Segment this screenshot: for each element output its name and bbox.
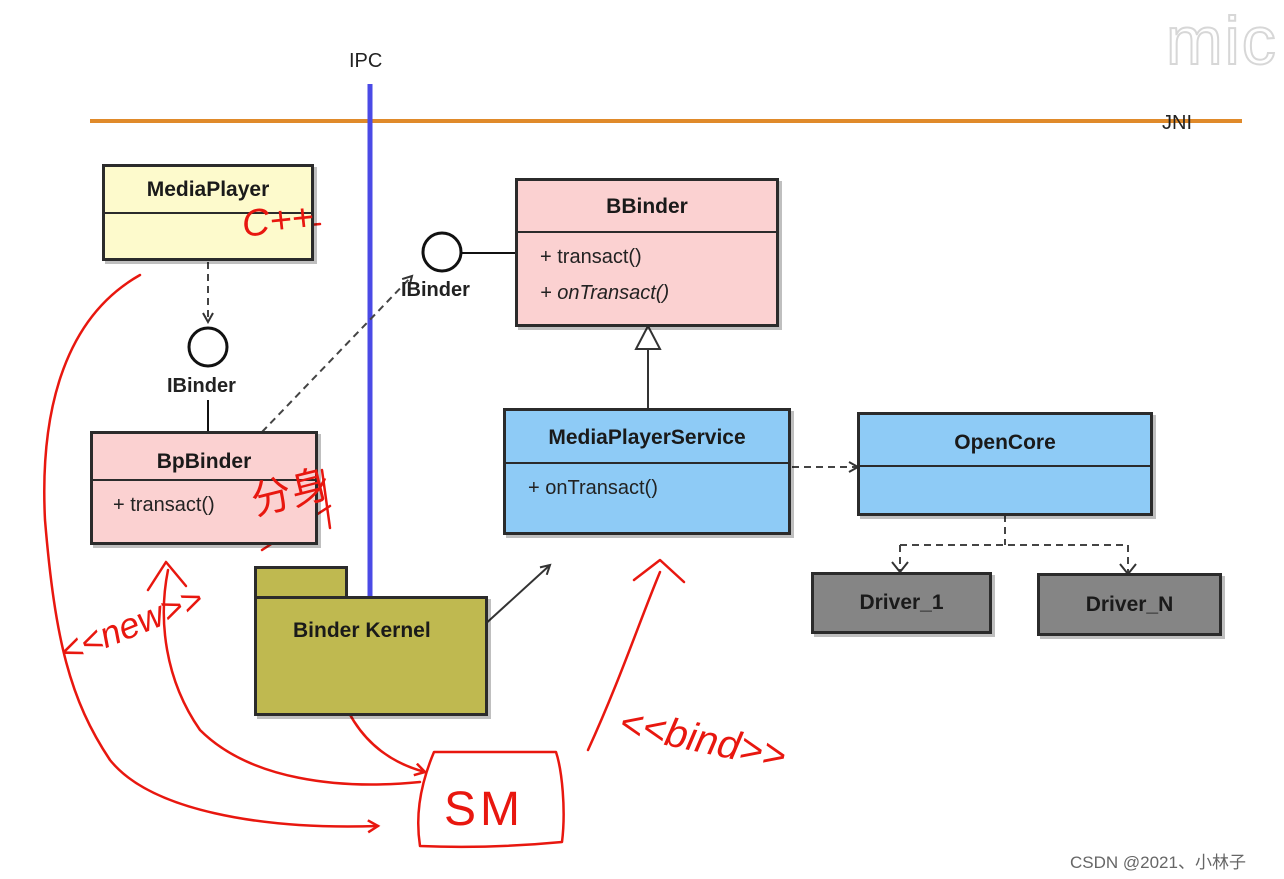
class-driver-1-title: Driver_1: [859, 591, 944, 614]
ibinder-client-circle: [187, 326, 229, 368]
class-bbinder: BBinder + transact() + onTransact(): [515, 178, 779, 327]
package-binder-kernel-title: Binder Kernel: [293, 619, 431, 642]
handwriting-layer: [43, 222, 686, 849]
hw-sm-box: [416, 750, 565, 849]
ipc-label: IPC: [349, 50, 383, 72]
hw-loop-mediaplayer-sm: [43, 273, 378, 826]
ibinder-server-circle: [421, 231, 463, 273]
op-bpbinder-transact: + transact(): [113, 494, 215, 516]
class-mediaplayer-title: MediaPlayer: [105, 167, 311, 214]
class-bpbinder: BpBinder + transact(): [90, 431, 318, 545]
op-service-ontransact: + onTransact(): [528, 477, 658, 499]
watermark-logo: mic: [1165, 2, 1278, 80]
class-opencore-title: OpenCore: [860, 415, 1150, 467]
class-driver-1: Driver_1: [811, 572, 992, 634]
package-binder-kernel-tab: [254, 566, 348, 598]
ibinder-server-label: IBinder: [401, 279, 470, 301]
class-bbinder-title: BBinder: [518, 181, 776, 233]
annotation-cpp: C++: [239, 196, 316, 246]
class-bbinder-ops: + transact() + onTransact(): [518, 233, 776, 311]
dep-bpbinder-ibinder: [261, 276, 412, 433]
class-driver-n: Driver_N: [1037, 573, 1222, 636]
class-bpbinder-title: BpBinder: [93, 434, 315, 481]
class-opencore: OpenCore: [857, 412, 1153, 516]
class-mediaplayerservice-ops: + onTransact(): [506, 464, 788, 506]
op-bbinder-ontransact: + onTransact(): [540, 282, 670, 304]
class-mediaplayerservice: MediaPlayerService + onTransact(): [503, 408, 791, 535]
inherit-triangle: [634, 323, 662, 350]
hw-sm-to-service: [586, 570, 662, 752]
package-binder-kernel: Binder Kernel: [254, 596, 488, 716]
hw-arrow-to-bpbinder: [162, 568, 422, 786]
class-driver-n-title: Driver_N: [1085, 593, 1174, 616]
hw-proxy-strike2: [320, 468, 332, 530]
class-mediaplayer: MediaPlayer: [102, 164, 314, 261]
hw-arrow-head-service: [632, 558, 686, 584]
dep-opencore-drivers: [899, 515, 1129, 574]
class-mediaplayerservice-title: MediaPlayerService: [506, 411, 788, 464]
ibinder-client-label: IBinder: [167, 375, 236, 397]
annotation-sm: SM: [444, 783, 524, 836]
class-bpbinder-ops: + transact(): [93, 481, 315, 523]
credit-watermark: CSDN @2021、小林子: [1070, 853, 1246, 872]
op-bbinder-transact: + transact(): [540, 246, 642, 268]
jni-label: JNI: [1162, 112, 1192, 134]
hw-arrow-head-bpbinder: [146, 560, 188, 592]
